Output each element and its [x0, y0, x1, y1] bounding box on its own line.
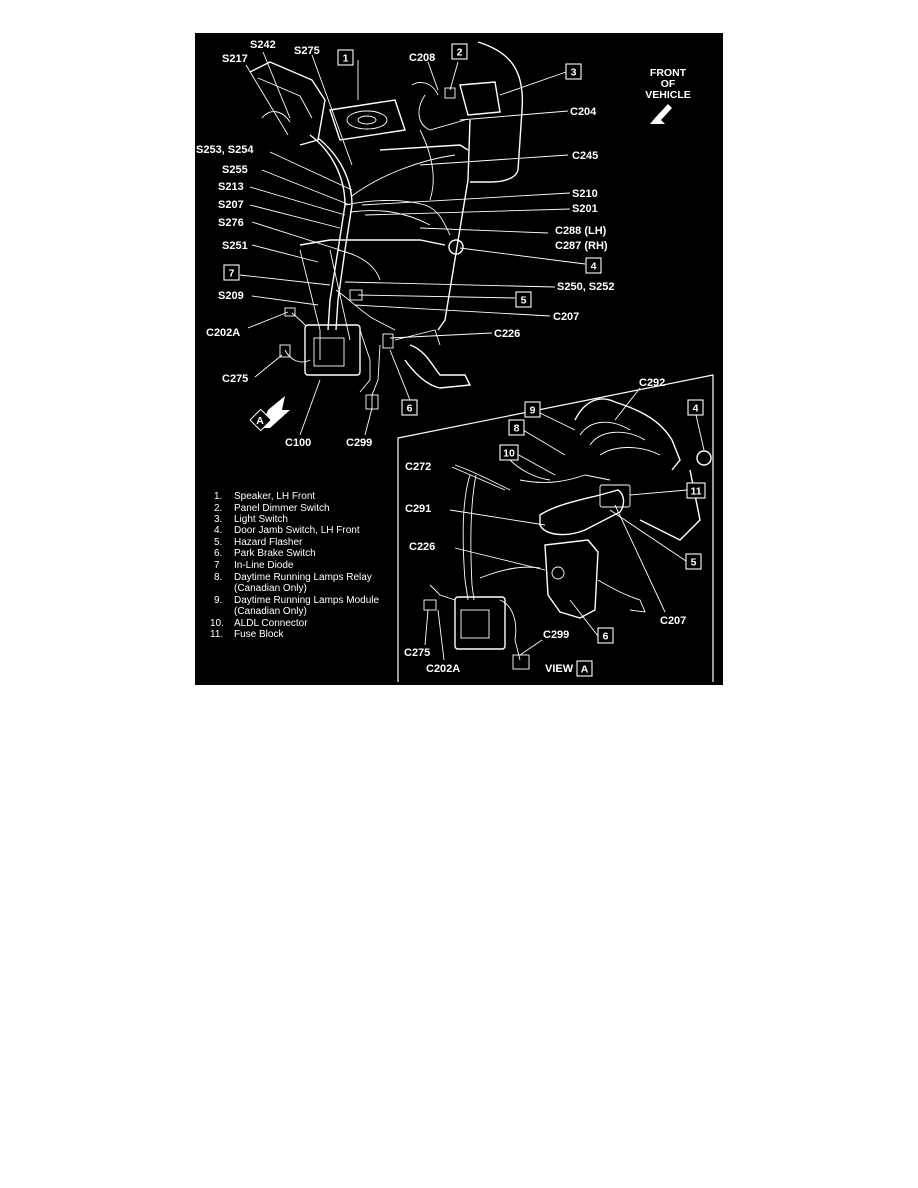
legend-text-5: Hazard Flasher [234, 537, 303, 548]
inset-callout-c291: C291 [405, 503, 431, 515]
box-1-label: 1 [343, 53, 349, 65]
callout-s251: S251 [222, 240, 248, 252]
front-of-vehicle-label: FRONT OF VEHICLE [645, 67, 691, 101]
legend-num-5: 5. [214, 537, 222, 548]
inset-box-4-label: 4 [693, 403, 699, 415]
inset-box-5-label: 5 [691, 557, 697, 569]
callout-c275: C275 [222, 373, 248, 385]
box-2-label: 2 [457, 47, 463, 59]
legend: 1. Speaker, LH Front 2. Panel Dimmer Swi… [210, 491, 380, 640]
inset-box-11-label: 11 [690, 486, 701, 498]
inset-view-label: VIEW [545, 663, 574, 675]
callout-c207: C207 [553, 311, 579, 323]
callout-s217: S217 [222, 53, 248, 65]
inset-box-9-label: 9 [530, 405, 536, 417]
view-marker-box [249, 408, 273, 432]
legend-text-11: Fuse Block [234, 629, 284, 640]
numbered-boxes: 1 2 3 4 5 6 7 [223, 43, 602, 416]
callout-c299: C299 [346, 437, 372, 449]
callout-c208: C208 [409, 52, 435, 64]
front-arrow-icon [650, 104, 672, 124]
legend-num-9: 9. [214, 595, 222, 606]
callout-s209: S209 [218, 290, 244, 302]
callout-s207: S207 [218, 199, 244, 211]
callout-s275: S275 [294, 45, 320, 57]
legend-text-4: Door Jamb Switch, LH Front [234, 525, 360, 536]
callout-c204: C204 [570, 106, 597, 118]
main-illustration: A [249, 41, 672, 432]
box-3-label: 3 [571, 67, 577, 79]
legend-text-8: Daytime Running Lamps Relay [234, 572, 372, 583]
legend-text-6: Park Brake Switch [234, 548, 316, 559]
inset-callout-c292: C292 [639, 377, 665, 389]
callout-s213: S213 [218, 181, 244, 193]
inset-box-6-label: 6 [603, 631, 609, 643]
box-7-label: 7 [229, 268, 235, 280]
callout-labels: S242 S275 S217 C208 C204 S253, S254 C245… [196, 39, 615, 449]
inset-callout-c299: C299 [543, 629, 569, 641]
box-5-label: 5 [521, 295, 527, 307]
inset-callout-c275: C275 [404, 647, 430, 659]
legend-num-1: 1. [214, 491, 222, 502]
inset-callout-c272: C272 [405, 461, 431, 473]
callout-s253-s254: S253, S254 [196, 144, 254, 156]
legend-num-6: 6. [214, 548, 222, 559]
inset-box-8-label: 8 [514, 423, 520, 435]
direction-line3: VEHICLE [645, 89, 691, 101]
callout-c245: C245 [572, 150, 598, 162]
legend-num-8: 8. [214, 572, 222, 583]
box-4-label: 4 [591, 261, 597, 273]
inset-view-a: C292 C272 C291 C226 C207 C299 C275 C202A… [397, 374, 714, 682]
inset-view-box-label: A [581, 664, 589, 676]
legend-num-10: 10. [210, 618, 224, 629]
legend-num-7: 7 [214, 560, 220, 571]
callout-s201: S201 [572, 203, 598, 215]
inset-callout-c226: C226 [409, 541, 435, 553]
legend-text-9: Daytime Running Lamps Module [234, 595, 380, 606]
inset-border [397, 374, 714, 682]
callout-c202a: C202A [206, 327, 240, 339]
legend-text-8b: (Canadian Only) [234, 583, 307, 594]
inset-box-10-label: 10 [503, 448, 515, 460]
callout-s255: S255 [222, 164, 248, 176]
callout-s242: S242 [250, 39, 276, 51]
inset-callout-c207: C207 [660, 615, 686, 627]
legend-text-1: Speaker, LH Front [234, 491, 315, 502]
legend-num-3: 3. [214, 514, 222, 525]
callout-s276: S276 [218, 217, 244, 229]
callout-c226: C226 [494, 328, 520, 340]
legend-text-10: ALDL Connector [234, 618, 308, 629]
callout-s250-s252: S250, S252 [557, 281, 615, 293]
callout-s210: S210 [572, 188, 598, 200]
legend-num-4: 4. [214, 525, 222, 536]
legend-text-9b: (Canadian Only) [234, 606, 307, 617]
legend-text-2: Panel Dimmer Switch [234, 503, 330, 514]
legend-num-11: 11. [210, 629, 223, 640]
legend-text-3: Light Switch [234, 514, 288, 525]
direction-line1: FRONT [650, 67, 687, 79]
callout-c100: C100 [285, 437, 311, 449]
callout-c288: C288 (LH) [555, 225, 607, 237]
legend-num-2: 2. [214, 503, 222, 514]
box-6-label: 6 [407, 403, 413, 415]
callout-c287: C287 (RH) [555, 240, 608, 252]
leader-lines [239, 51, 586, 436]
view-marker-label: A [256, 415, 264, 427]
legend-text-7: In-Line Diode [234, 560, 294, 571]
inset-callout-c202a: C202A [426, 663, 460, 675]
direction-line2: OF [661, 78, 676, 90]
